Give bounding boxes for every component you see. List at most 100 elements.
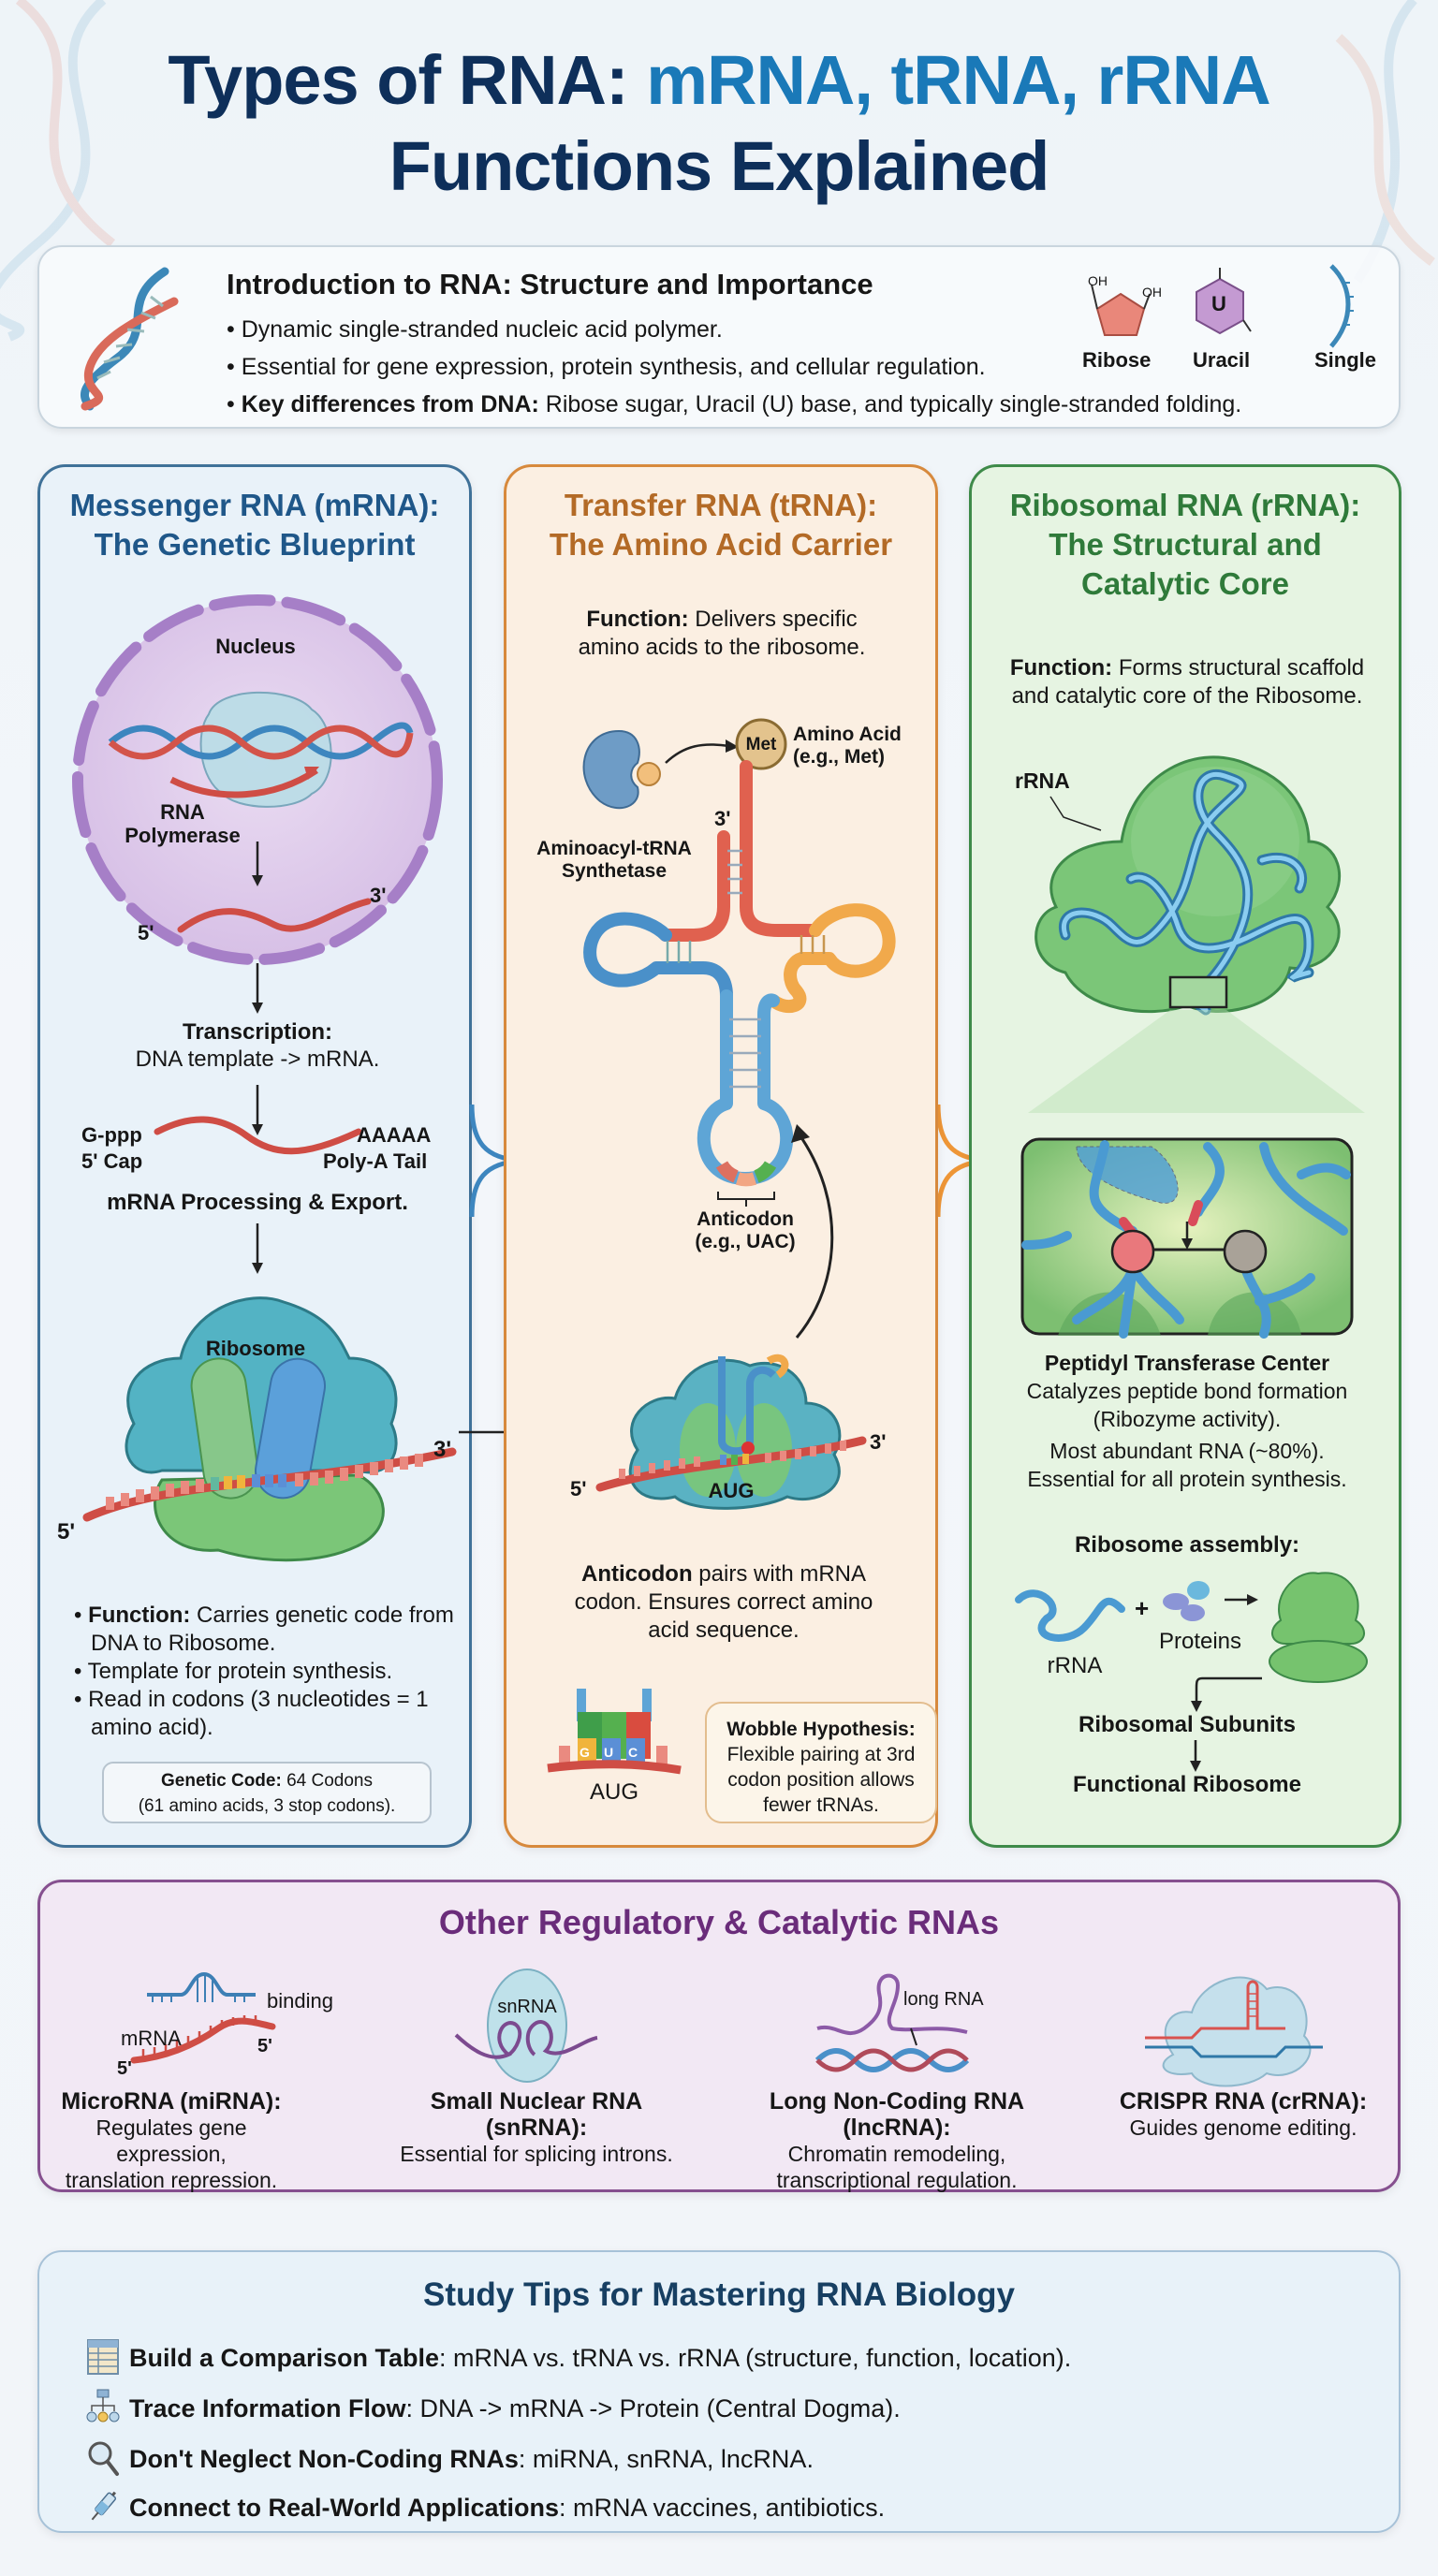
synthetase-icon bbox=[582, 729, 739, 810]
amino-acid-met-icon bbox=[735, 718, 787, 770]
proteins-icon bbox=[1163, 1581, 1210, 1621]
background-helix-right-icon bbox=[1335, 0, 1435, 284]
arrow-down-icon bbox=[252, 1085, 263, 1135]
page-title: Types of RNA: mRNA, tRNA, rRNA Functions… bbox=[0, 37, 1438, 210]
trna-panel: Transfer RNA (tRNA): The Amino Acid Carr… bbox=[504, 464, 938, 1848]
ribose-label: Ribose bbox=[1082, 348, 1152, 372]
crispr-item: CRISPR RNA (crRNA): Guides genome editin… bbox=[1108, 2088, 1379, 2141]
arrow-down-icon bbox=[252, 963, 263, 1014]
other-rnas-title: Other Regulatory & Catalytic RNAs bbox=[438, 1903, 1000, 1941]
rrna-title-line-1: Ribosomal RNA (rRNA): bbox=[1009, 488, 1361, 522]
three-prime-label: 3' bbox=[370, 884, 387, 907]
trna-title: Transfer RNA (tRNA): The Amino Acid Carr… bbox=[506, 486, 935, 564]
title-rna-types: mRNA, tRNA, rRNA bbox=[646, 41, 1270, 119]
wobble-codon-label: AUG bbox=[589, 1779, 638, 1805]
trna-title-line-2: The Amino Acid Carrier bbox=[549, 527, 893, 562]
crispr-icon bbox=[1145, 1976, 1323, 2087]
genetic-code-label: Genetic Code: bbox=[161, 1771, 282, 1791]
mirna-desc: Regulates gene expression, bbox=[95, 2115, 247, 2166]
mrna-title: Messenger RNA (mRNA): The Genetic Bluepr… bbox=[40, 486, 469, 564]
rrna-title: Ribosomal RNA (rRNA): The Structural and… bbox=[972, 486, 1399, 604]
tip-text: : miRNA, snRNA, lncRNA. bbox=[518, 2445, 814, 2473]
polymerase-label-2: Polymerase bbox=[125, 824, 241, 847]
ribosome-five-prime: 5' bbox=[57, 1519, 76, 1544]
arrow-down-icon bbox=[252, 1223, 263, 1274]
uracil-icon bbox=[1196, 268, 1252, 335]
anticodon-label: Anticodon bbox=[697, 1208, 794, 1230]
snrna-name-2: (snRNA): bbox=[485, 2115, 588, 2141]
mirna-item: MicroRNA (miRNA): Regulates gene express… bbox=[40, 2088, 302, 2193]
ptc-title: Peptidyl Transferase Center bbox=[1044, 1351, 1330, 1375]
pairs-bold: Anticodon bbox=[580, 1561, 693, 1587]
single-strand-icon bbox=[1329, 264, 1354, 348]
lncrna-name-2: (lncRNA): bbox=[843, 2115, 951, 2141]
mrna-bullets: Function: Carries genetic code from DNA … bbox=[74, 1602, 458, 1742]
translation-ribosome-icon bbox=[595, 1354, 867, 1510]
tip-text: : mRNA vaccines, antibiotics. bbox=[559, 2494, 886, 2522]
intro-bullet: Dynamic single-stranded nucleic acid pol… bbox=[227, 311, 1241, 348]
transcription-text: DNA template -> mRNA. bbox=[135, 1046, 380, 1072]
snrna-name: Small Nuclear RNA bbox=[430, 2088, 643, 2115]
snrna-icon bbox=[454, 1969, 598, 2083]
elbow-arrow-icon bbox=[1191, 1676, 1262, 1712]
trna-function-text: Delivers specific amino acids to the rib… bbox=[578, 607, 866, 660]
amino-acid-label: Amino Acid bbox=[793, 724, 902, 745]
rrna-pointer-line-icon bbox=[1049, 796, 1102, 831]
tip-bold: Trace Information Flow bbox=[129, 2394, 406, 2422]
ribose-oh-1: OH bbox=[1088, 273, 1108, 288]
ribose-oh-2: OH bbox=[1142, 285, 1162, 300]
table-icon bbox=[87, 2339, 119, 2375]
trna-ribosome-three-prime: 3' bbox=[870, 1430, 887, 1454]
wobble-base-u: U bbox=[604, 1745, 614, 1760]
tip-bold: Build a Comparison Table bbox=[129, 2344, 440, 2372]
rrna-strand-icon bbox=[1015, 1589, 1125, 1642]
cap-sequence: G-ppp bbox=[81, 1123, 142, 1147]
mirna-name: MicroRNA (miRNA): bbox=[61, 2088, 282, 2115]
crispr-desc: Guides genome editing. bbox=[1129, 2115, 1357, 2140]
mirna-desc-2: translation repression. bbox=[65, 2168, 278, 2192]
ribosome-label: Ribosome bbox=[205, 1337, 306, 1360]
lncrna-icon bbox=[814, 1973, 970, 2072]
ribosome-three-prime: 3' bbox=[433, 1437, 452, 1462]
title-part-1: Types of RNA: bbox=[168, 41, 647, 119]
ribose-icon bbox=[1091, 284, 1151, 336]
lncrna-item: Long Non-Coding RNA (lncRNA): Chromatin … bbox=[752, 2088, 1042, 2193]
rrna-function-text: Forms structural scaffold and catalytic … bbox=[1011, 655, 1365, 709]
abundance-line-1: Most abundant RNA (~80%). bbox=[1049, 1439, 1325, 1463]
magnify-cone-icon bbox=[1028, 1010, 1365, 1113]
title-line-2: Functions Explained bbox=[389, 127, 1050, 205]
mirna-binding-label: binding bbox=[267, 1989, 333, 2012]
trna-title-line-1: Transfer RNA (tRNA): bbox=[564, 488, 878, 522]
transcription-title: Transcription: bbox=[182, 1019, 333, 1045]
tip-bold: Don't Neglect Non-Coding RNAs bbox=[129, 2445, 519, 2473]
amino-acid-example: (e.g., Met) bbox=[793, 746, 885, 768]
study-tips-panel: Study Tips for Mastering RNA Biology Bui… bbox=[37, 2250, 1401, 2533]
tip-bold: Connect to Real-World Applications bbox=[129, 2494, 560, 2522]
intro-bullet: Essential for gene expression, protein s… bbox=[227, 348, 1241, 386]
rrna-function-label: Function: bbox=[1009, 655, 1113, 681]
key-diff-label: Key differences from DNA: bbox=[241, 391, 539, 417]
mrna-title-line-1: Messenger RNA (mRNA): bbox=[69, 488, 440, 522]
bullet-bold: Function: bbox=[88, 1603, 191, 1628]
arrow-right-icon bbox=[1225, 1594, 1258, 1605]
nucleus-label: Nucleus bbox=[215, 635, 296, 658]
background-helix-left-icon bbox=[0, 0, 116, 342]
rrna-ribosome-icon bbox=[1034, 755, 1342, 1016]
tip-text: : mRNA vs. tRNA vs. rRNA (structure, fun… bbox=[439, 2344, 1072, 2372]
intro-panel: Introduction to RNA: Structure and Impor… bbox=[37, 245, 1401, 429]
curved-arrow-up-icon bbox=[791, 1124, 834, 1339]
magnifier-icon bbox=[88, 2441, 119, 2476]
snrna-tag: snRNA bbox=[497, 1997, 557, 2017]
functional-ribosome-label: Functional Ribosome bbox=[1072, 1772, 1301, 1797]
pairs-text: pairs with mRNA codon. Ensures correct a… bbox=[574, 1561, 873, 1643]
rrna-title-line-3: Catalytic Core bbox=[1081, 566, 1289, 601]
uracil-label: Uracil bbox=[1193, 348, 1251, 372]
intro-bullet-key: Key differences from DNA: Ribose sugar, … bbox=[227, 386, 1242, 423]
plus-sign: + bbox=[1135, 1594, 1150, 1622]
wobble-base-g: G bbox=[580, 1745, 590, 1760]
lncrna-tag: long RNA bbox=[903, 1989, 984, 2010]
synthetase-label-2: Synthetase bbox=[561, 860, 668, 882]
tip-text: : DNA -> mRNA -> Protein (Central Dogma)… bbox=[405, 2394, 901, 2422]
flowchart-icon bbox=[86, 2389, 120, 2422]
codon-ticks bbox=[106, 1454, 423, 1510]
